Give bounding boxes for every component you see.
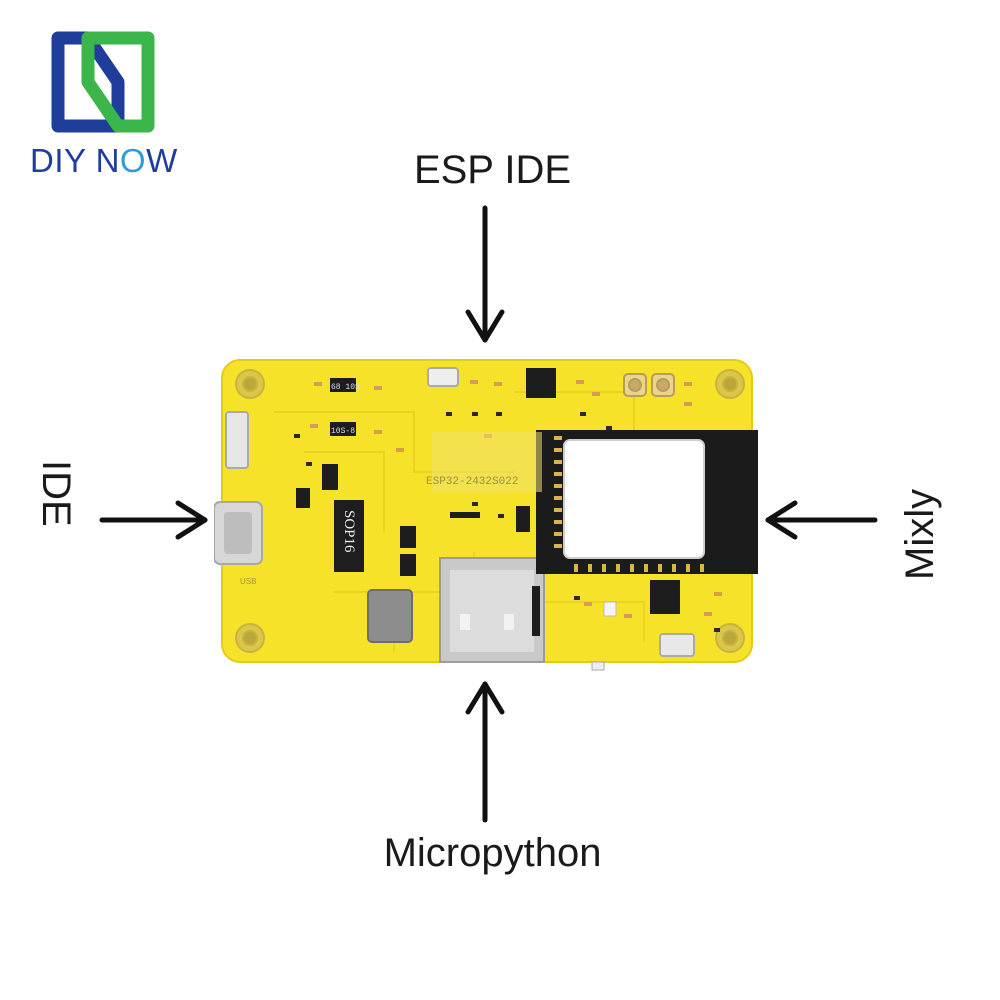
arrow-from-bottom [465, 681, 505, 823]
label-esp-ide: ESP IDE [413, 148, 572, 192]
fpc-connector [367, 589, 413, 643]
esp32-module [536, 430, 758, 574]
ic-right [650, 580, 680, 614]
brand-name: DIY NOW [30, 142, 190, 180]
svg-text:10S-8: 10S-8 [331, 427, 355, 436]
mounting-holes [235, 369, 745, 653]
label-micropython: Micropython [383, 831, 602, 875]
arrow-from-top [465, 205, 505, 343]
brand-name-part1: DIY N [30, 142, 120, 179]
brand-name-part2: O [119, 142, 147, 179]
svg-text:68 10S: 68 10S [331, 383, 360, 392]
usb-c-port-icon [214, 501, 263, 565]
ic-small-b [296, 488, 310, 508]
sop16-chip: SOP16 [334, 500, 364, 572]
top-connector [427, 367, 459, 387]
sd-card-slot [439, 557, 545, 663]
svg-text:SOP16: SOP16 [341, 510, 357, 553]
diy-now-logo-icon [51, 31, 155, 133]
esp32-board: SOP16 68 10S 10S-8 USB [214, 359, 758, 671]
bottom-connector [659, 633, 695, 657]
ic-top [526, 368, 556, 398]
arrow-from-left [99, 500, 208, 540]
arrow-from-right [765, 500, 878, 540]
svg-text:USB: USB [240, 577, 256, 586]
side-connector [225, 411, 249, 469]
ic-small-a [322, 464, 338, 490]
push-buttons [623, 373, 675, 397]
brand-name-part3: W [146, 142, 178, 179]
module-label: ESP32-2432S022 [426, 476, 518, 488]
